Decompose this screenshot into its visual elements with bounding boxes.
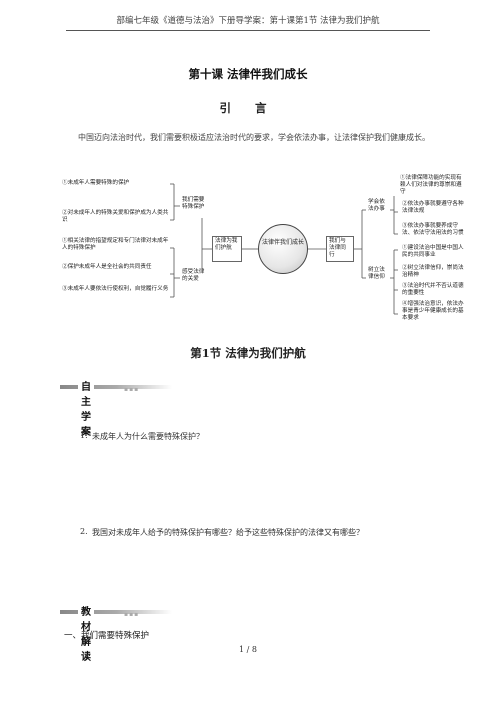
question-1-number: 1. (80, 431, 88, 440)
header-rule (66, 30, 430, 31)
mindmap-node-walk-with-law: 我们与法律同行 (326, 236, 354, 262)
mindmap-left-item: ①未成年人需要特殊的保护 (62, 180, 130, 186)
mindmap-right-item: ②树立法律信仰，崇尚法治精神 (400, 264, 468, 280)
textbook-label: 教材解读 (78, 603, 94, 663)
mindmap-node-act-by-law: 学会依法办事 (366, 198, 390, 222)
question-2-number: 2. (80, 527, 88, 536)
mindmap-right-item: ②依法办事就要遵守各种法律法规 (400, 200, 468, 220)
mindmap-node-law-belief: 树立法律信仰 (366, 266, 390, 290)
mindmap-left-item: ②保护未成年人是全社会的共同责任 (62, 264, 152, 270)
page-footer: 1 / 8 (239, 645, 257, 654)
mindmap-right-item: ①法律保障功能的实现有赖人们对法律的尊崇和遵守 (368, 174, 468, 196)
mindmap-right-item: ③依法办事就要养成守法、依法守法用法的习惯 (400, 222, 468, 244)
mindmap-node-feel-law-care: 感受法律的关爱 (180, 268, 210, 290)
mindmap-center-node: 法律伴我们成长 (258, 224, 308, 274)
mindmap-node-special-protection: 我们需要特殊保护 (180, 196, 210, 218)
mindmap-left-item: ①相关法律的指望规定和专门法律对未成年人的特殊保护 (62, 238, 169, 251)
question-1: 未成年人为什么需要特殊保护？ (92, 432, 204, 441)
lesson-title: 第十课 法律伴我们成长 (188, 67, 308, 81)
mindmap-left-item: ②对未成年人的特殊关爱和保护成为人类共识 (62, 210, 169, 223)
intro-heading: 引 言 (219, 101, 277, 115)
mindmap-right-item: ③法治时代并不否认道德的重要性 (400, 282, 468, 298)
section-title: 第1节 法律为我们护航 (190, 346, 306, 360)
self-study-label: 自主学案 (78, 378, 94, 438)
mindmap-left-item: ③未成年人要依法行使权利，自觉履行义务 (62, 286, 169, 292)
mindmap-right-item: ④增强法治意识，依法办事是青少年健康成长的基本要求 (400, 300, 468, 324)
intro-paragraph: 中国迈向法治时代，我们需要积极适应法治时代的要求，学会依法办事，让法律保护我们健… (78, 133, 430, 142)
page-header: 部编七年级《道德与法治》下册导学案：第十课第1节 法律为我们护航 (116, 16, 380, 26)
mindmap-node-law-escorts: 法律为我们护航 (212, 236, 242, 262)
question-2: 我国对未成年人给予的特殊保护有哪些？给予这些特殊保护的法律又有哪些？ (92, 528, 364, 537)
mindmap-right-item: ①建设法治中国是中国人民的共同事业 (400, 244, 468, 262)
mind-map: ①未成年人需要特殊的保护 ②对未成年人的特殊关爱和保护成为人类共识 ①相关法律的… (62, 174, 468, 324)
subsection-heading: 一、我们需要特殊保护 (64, 631, 150, 641)
